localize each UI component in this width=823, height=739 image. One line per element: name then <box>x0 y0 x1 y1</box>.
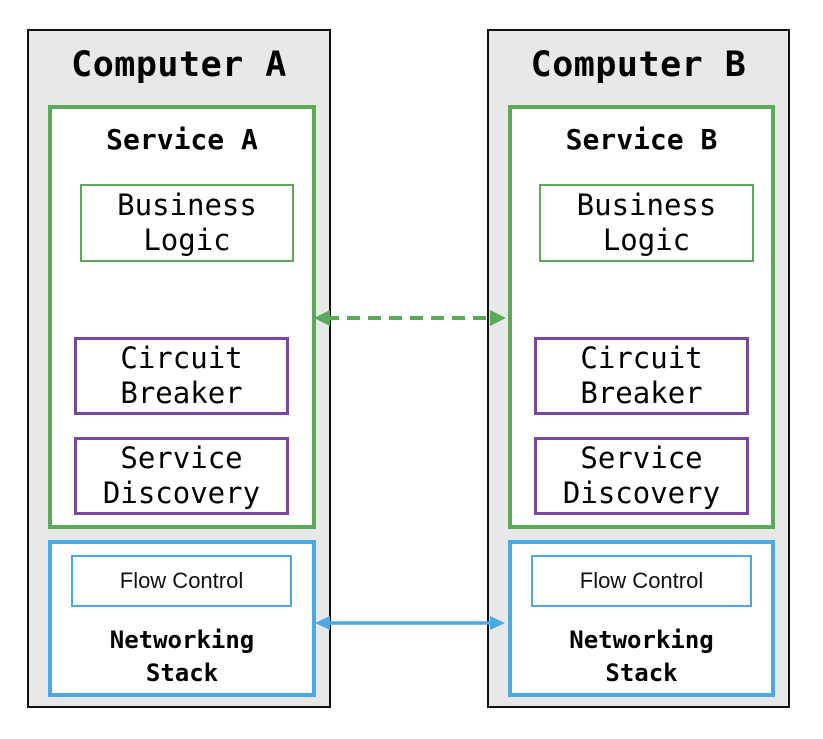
network-stack-a-line1: Networking <box>109 626 255 654</box>
network-stack-b-label: Networking Stack <box>512 624 771 690</box>
service-b-title: Service B <box>565 123 718 156</box>
circuit-breaker-b-line1: Circuit <box>580 341 703 375</box>
service-discovery-b-line2: Discovery <box>562 476 721 510</box>
network-stack-b-line1: Networking <box>569 626 714 654</box>
network-stack-a-label: Networking Stack <box>52 624 312 690</box>
service-discovery-a-line1: Service <box>120 441 243 475</box>
service-discovery-a-line2: Discovery <box>102 476 261 510</box>
business-logic-a-line2: Logic <box>143 223 231 257</box>
business-logic-b: Business Logic <box>539 184 754 262</box>
network-link-arrow <box>315 616 505 630</box>
computer-a-title: Computer A <box>71 45 287 85</box>
flow-control-a: Flow Control <box>71 555 292 607</box>
flow-control-b: Flow Control <box>531 555 752 607</box>
network-stack-a-line2: Stack <box>145 659 219 687</box>
service-link-arrow <box>314 310 506 326</box>
circuit-breaker-a-line2: Breaker <box>120 376 243 410</box>
flow-control-b-label: Flow Control <box>579 568 704 593</box>
network-stack-b-line2: Stack <box>605 659 678 687</box>
service-discovery-b-line1: Service <box>580 441 703 475</box>
business-logic-b-line2: Logic <box>602 223 691 257</box>
business-logic-a-line1: Business <box>117 188 257 222</box>
business-logic-b-line1: Business <box>576 188 717 222</box>
service-discovery-b: Service Discovery <box>534 437 749 515</box>
business-logic-a: Business Logic <box>80 184 294 262</box>
circuit-breaker-b: Circuit Breaker <box>534 337 749 415</box>
circuit-breaker-a: Circuit Breaker <box>74 337 289 415</box>
service-discovery-a: Service Discovery <box>74 437 289 515</box>
circuit-breaker-b-line2: Breaker <box>580 376 703 410</box>
computer-b-title: Computer B <box>530 45 747 85</box>
service-a-title: Service A <box>106 123 258 156</box>
circuit-breaker-a-line1: Circuit <box>120 341 243 375</box>
flow-control-a-label: Flow Control <box>119 568 244 593</box>
